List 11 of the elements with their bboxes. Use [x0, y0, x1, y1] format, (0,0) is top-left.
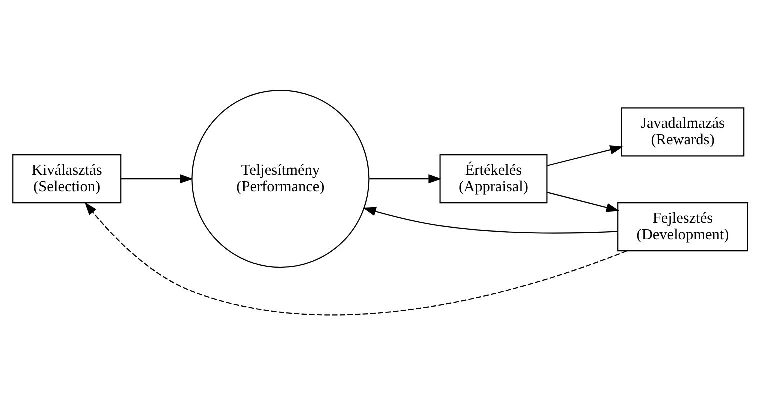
- node-box: Javadalmazás (Rewards): [621, 107, 745, 156]
- node-box: Értékelés (Appraisal): [440, 154, 548, 204]
- arrow: [122, 174, 194, 184]
- arrow: [547, 145, 624, 166]
- arrow: [84, 202, 628, 315]
- node-circle: Teljesítmény (Performance): [192, 90, 370, 268]
- arrow: [547, 192, 620, 212]
- node-box: Kiválasztás (Selection): [12, 154, 122, 204]
- arrow: [370, 174, 442, 184]
- node-box: Fejlesztés (Development): [618, 202, 748, 252]
- arrow: [363, 206, 618, 234]
